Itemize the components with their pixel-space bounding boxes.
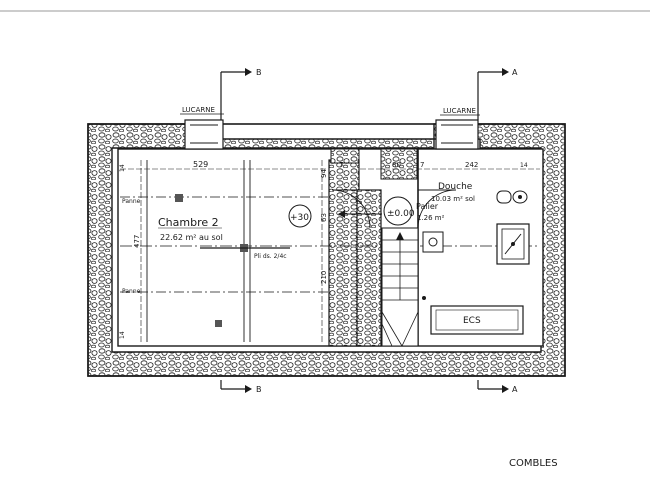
- section-a-label-bottom: A: [512, 385, 518, 394]
- shower-area: 10.03 m² sol: [431, 195, 475, 203]
- landing-name: Palier: [416, 202, 439, 211]
- dimension-lines: 529 14 14 477 94 63 210 7 80 7 242 14: [119, 160, 540, 342]
- section-a-label-top: A: [512, 68, 518, 77]
- dim-height-lower: 210: [320, 271, 328, 284]
- dim-shower-side: 14: [520, 162, 528, 169]
- level-landing-value: ±0.00: [387, 209, 415, 219]
- section-b-label-bottom: B: [256, 385, 262, 394]
- purlin-label-bottom: Panne: [122, 288, 141, 295]
- bedroom-room: Chambre 2 22.62 m² au sol: [158, 216, 223, 242]
- dormer-left-label: LUCARNE: [182, 106, 215, 114]
- dim-top-mid: 80: [392, 161, 401, 169]
- dim-edge-bottom-left: 14: [119, 331, 126, 339]
- purlin-section-label: Pli ds. 2/4c: [254, 253, 287, 260]
- staircase: [381, 227, 426, 347]
- toilet-icon: [496, 190, 528, 204]
- level-bedroom-value: +30: [290, 213, 309, 223]
- sheet-title: COMBLES: [509, 458, 558, 469]
- dormer-right: LUCARNE: [435, 107, 480, 150]
- sink-icon: [422, 231, 444, 253]
- landing: ±0.00 Palier 1.26 m²: [331, 189, 457, 229]
- dim-bedroom-width: 529: [193, 160, 208, 169]
- dim-top-small-left: 7: [339, 161, 343, 169]
- bedroom-structure: Panne Panne Pli ds. 2/4c: [120, 160, 540, 342]
- dim-height-mid: 63: [320, 213, 328, 222]
- shower-room: Douche 10.03 m² sol ECS: [422, 182, 530, 335]
- water-heater: ECS: [430, 305, 524, 335]
- bedroom-name: Chambre 2: [158, 216, 219, 229]
- landing-area: 1.26 m²: [417, 214, 445, 222]
- purlin-label-top: Panne: [122, 198, 141, 205]
- dormer-right-label: LUCARNE: [443, 107, 476, 115]
- section-b-label-top: B: [256, 68, 262, 77]
- dim-height-upper: 94: [320, 169, 328, 178]
- shower-name: Douche: [438, 182, 473, 192]
- shower-tray-icon: [496, 223, 530, 265]
- stone-walls: [87, 123, 566, 377]
- section-b-markers: B B: [220, 68, 262, 394]
- interior-walls: [328, 148, 419, 347]
- dormer-left: LUCARNE: [180, 106, 224, 150]
- dim-top-small-right: 7: [420, 161, 424, 169]
- water-heater-label: ECS: [463, 316, 481, 326]
- dim-bedroom-depth: 477: [133, 235, 141, 248]
- dim-shower-width: 242: [465, 161, 478, 169]
- level-marker-bedroom: +30: [288, 204, 312, 228]
- section-a-markers: A A: [477, 68, 518, 394]
- bedroom-area: 22.62 m² au sol: [160, 233, 223, 242]
- dim-edge-top-left: 14: [119, 164, 126, 172]
